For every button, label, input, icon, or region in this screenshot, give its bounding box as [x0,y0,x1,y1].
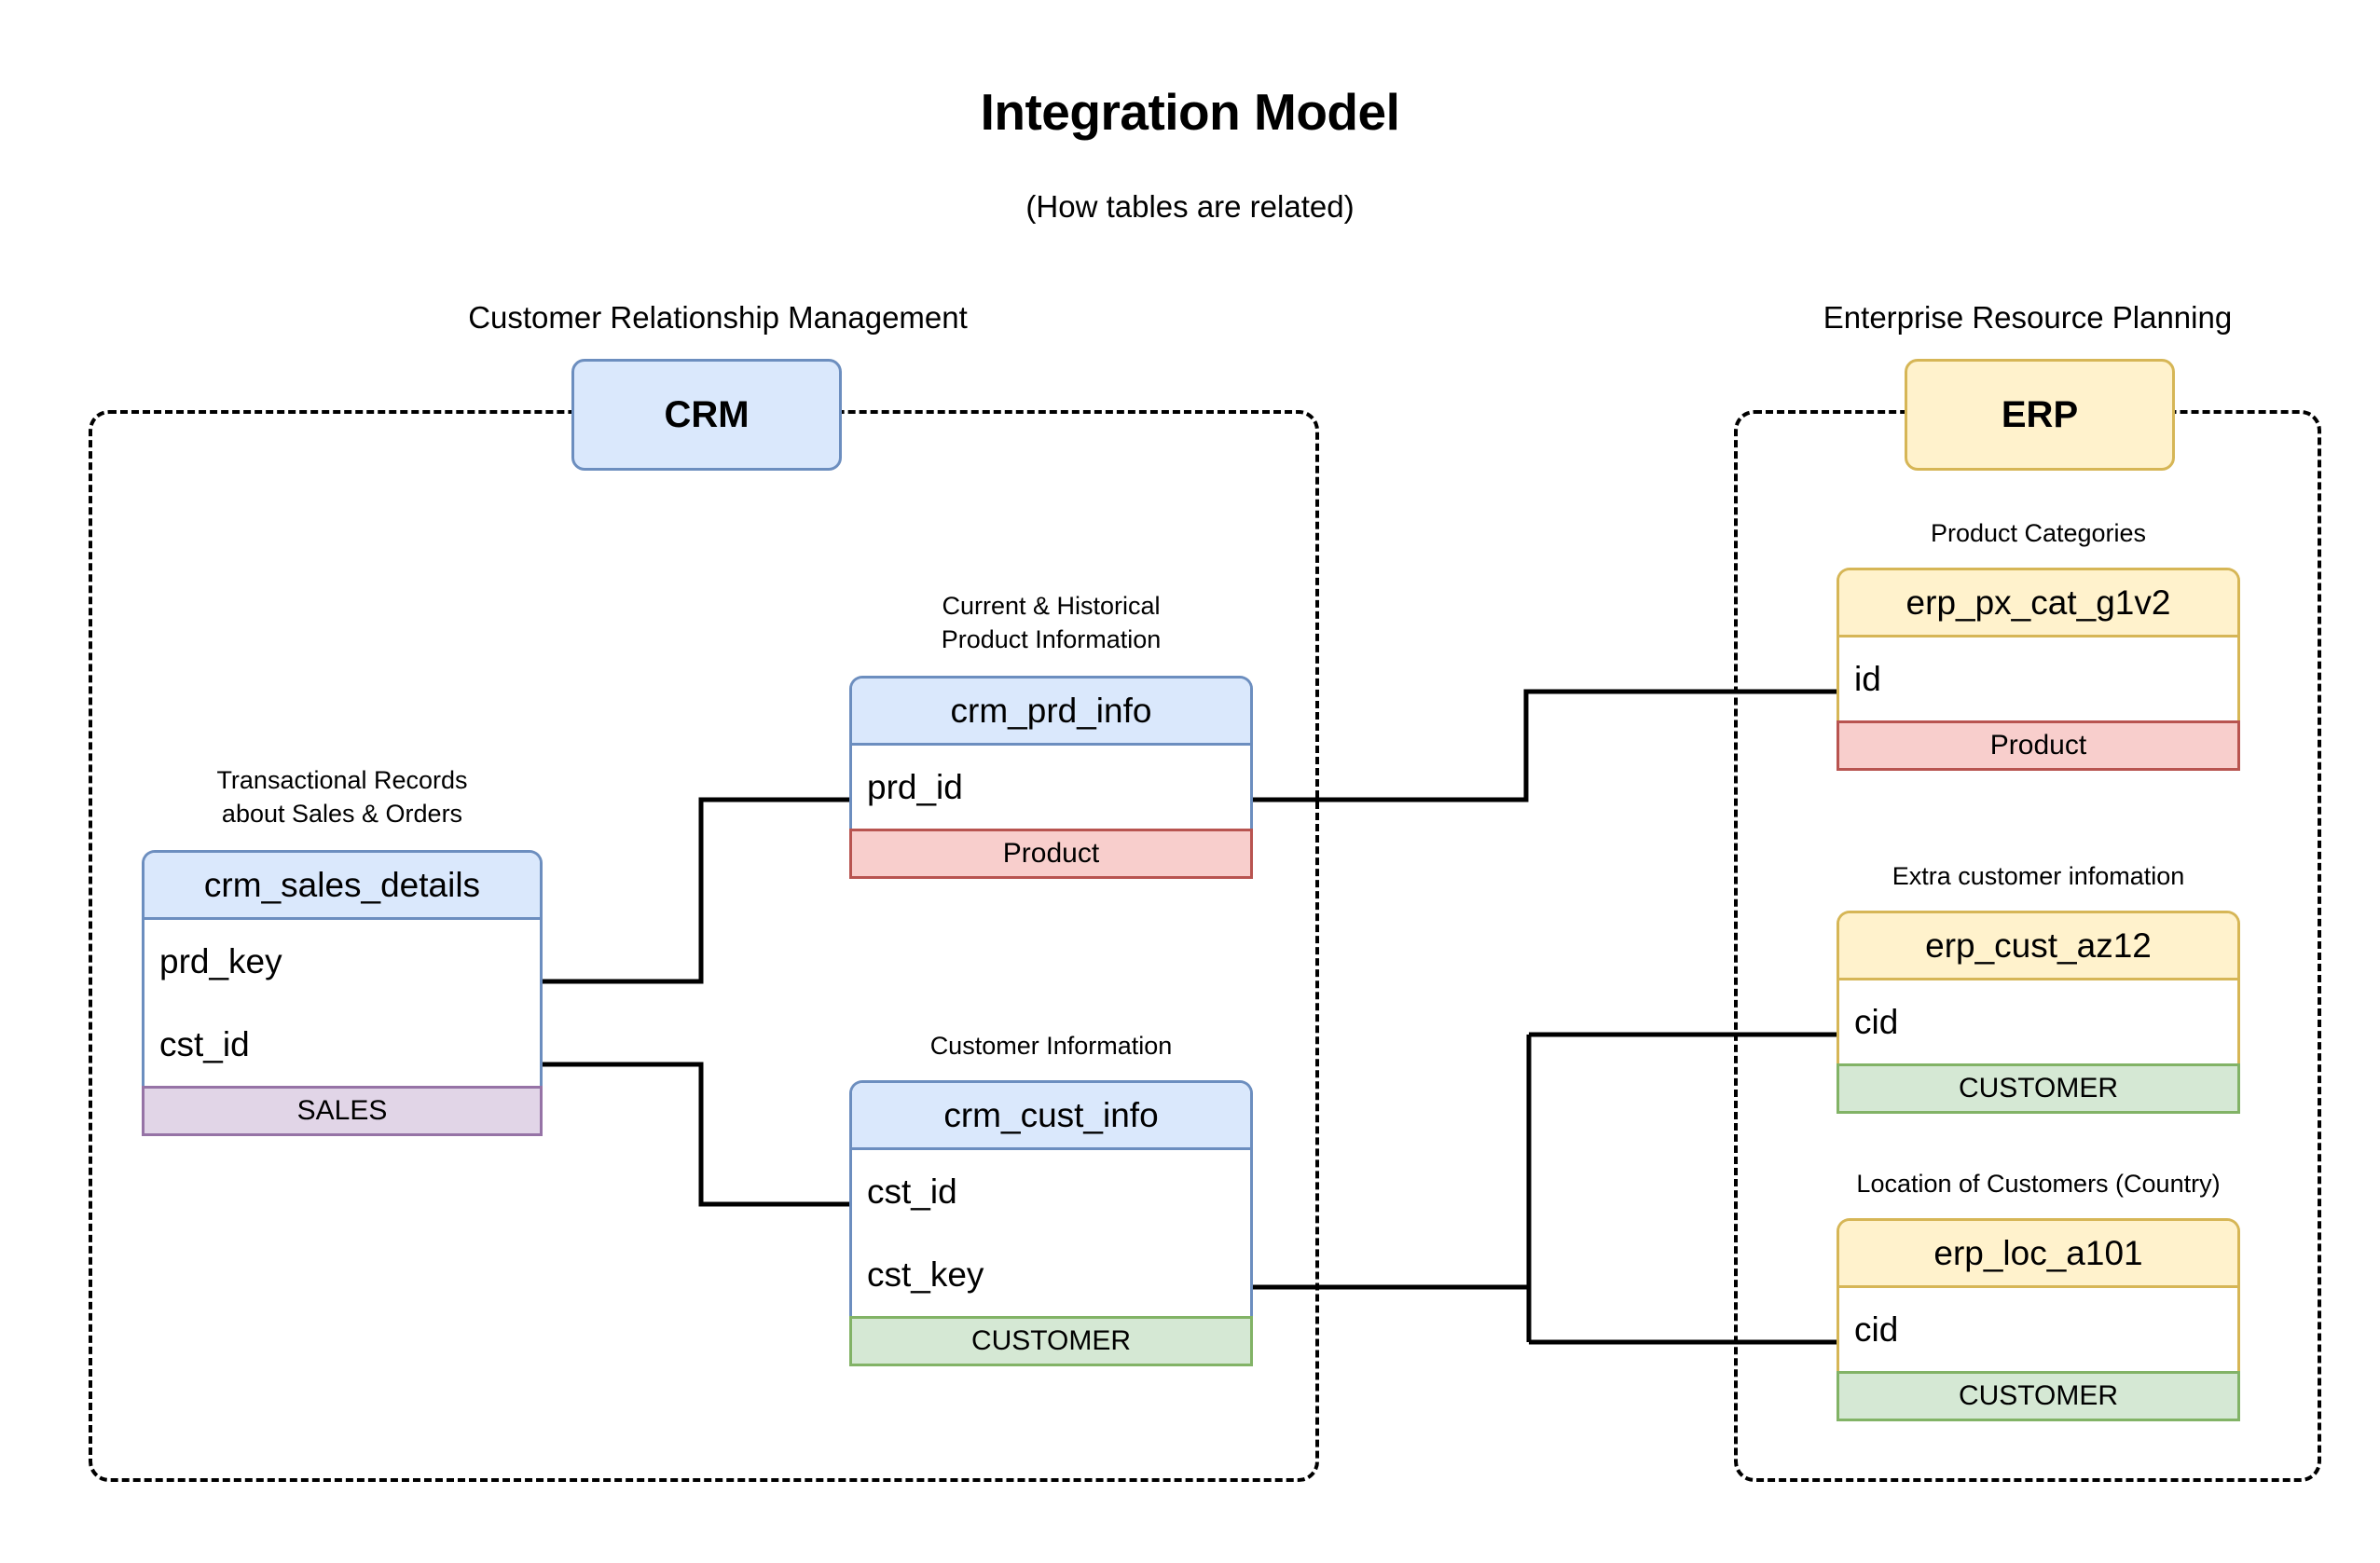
entity-card: erp_px_cat_g1v2 id [1837,568,2240,720]
entity-title: crm_prd_info [852,679,1250,746]
page-title: Integration Model [980,83,1400,141]
entity-caption: Customer Information [929,1032,1173,1060]
entity-tag-product: Product [849,829,1253,879]
entity-crm-sales-details[interactable]: Transactional Records about Sales & Orde… [142,766,543,1136]
entity-title: erp_cust_az12 [1839,913,2237,980]
erp-source-badge[interactable]: ERP [1905,359,2175,471]
entity-card: crm_sales_details prd_key cst_id [142,850,543,1086]
entity-tag-customer: CUSTOMER [849,1316,1253,1366]
crm-group-caption: Customer Relationship Management [468,300,968,335]
entity-title: erp_px_cat_g1v2 [1839,570,2237,638]
entity-erp-loc-a101[interactable]: Location of Customers (Country) erp_loc_… [1837,1170,2240,1421]
entity-title: erp_loc_a101 [1839,1221,2237,1288]
entity-field-cid: cid [1839,1288,2237,1371]
entity-field-id: id [1839,638,2237,720]
entity-card: erp_loc_a101 cid [1837,1218,2240,1371]
entity-card: crm_cust_info cst_id cst_key [849,1080,1253,1316]
erp-group-caption: Enterprise Resource Planning [1823,300,2233,335]
entity-field-prd-id: prd_id [852,746,1250,829]
entity-tag-sales: SALES [142,1086,543,1136]
entity-caption: Extra customer infomation [1892,862,2185,890]
page-subtitle: (How tables are related) [1025,189,1355,224]
entity-title: crm_sales_details [144,853,540,920]
entity-field-cid: cid [1839,980,2237,1063]
entity-crm-cust-info[interactable]: Customer Information crm_cust_info cst_i… [849,1032,1253,1366]
entity-field-prd-key: prd_key [144,920,540,1003]
entity-field-cst-id: cst_id [852,1150,1250,1233]
entity-title: crm_cust_info [852,1083,1250,1150]
entity-caption: Transactional Records about Sales & Orde… [216,766,468,828]
entity-caption: Location of Customers (Country) [1856,1170,2221,1198]
entity-erp-px-cat-g1v2[interactable]: Product Categories erp_px_cat_g1v2 id Pr… [1837,519,2240,771]
entity-card: erp_cust_az12 cid [1837,911,2240,1063]
entity-card: crm_prd_info prd_id [849,676,1253,829]
entity-field-cst-id: cst_id [144,1003,540,1086]
entity-tag-customer: CUSTOMER [1837,1063,2240,1114]
crm-source-badge[interactable]: CRM [571,359,842,471]
entity-field-cst-key: cst_key [852,1233,1250,1316]
entity-erp-cust-az12[interactable]: Extra customer infomation erp_cust_az12 … [1837,862,2240,1114]
entity-caption: Current & Historical Product Information [941,592,1162,653]
entity-tag-customer: CUSTOMER [1837,1371,2240,1421]
entity-crm-prd-info[interactable]: Current & Historical Product Information… [849,592,1253,879]
entity-caption: Product Categories [1930,519,2147,547]
entity-tag-product: Product [1837,720,2240,771]
